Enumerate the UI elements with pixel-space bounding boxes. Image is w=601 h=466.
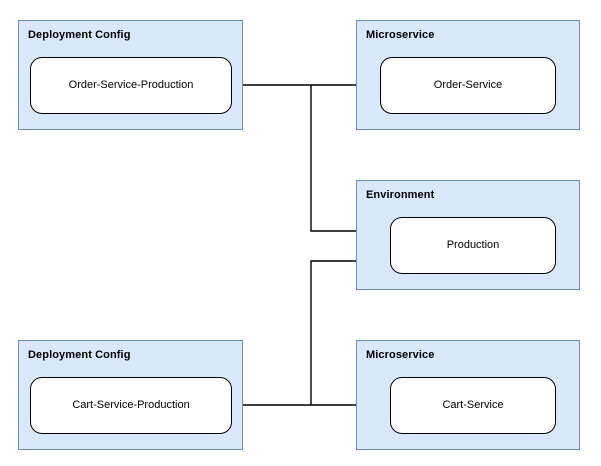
node-label: Order-Service [433,79,503,91]
group-title: Deployment Config [28,29,131,41]
group-title: Environment [366,189,435,201]
node-cart-service-production[interactable]: Cart-Service-Production [30,377,232,434]
node-label: Cart-Service [442,399,504,411]
node-production[interactable]: Production [390,217,556,274]
node-label: Cart-Service-Production [72,399,190,411]
node-order-service-production[interactable]: Order-Service-Production [30,57,232,114]
group-title: Microservice [366,349,435,361]
node-label: Production [446,239,500,251]
node-cart-service[interactable]: Cart-Service [390,377,556,434]
node-order-service[interactable]: Order-Service [380,57,556,114]
group-title: Deployment Config [28,349,131,361]
group-title: Microservice [366,29,435,41]
node-label: Order-Service-Production [68,79,194,91]
